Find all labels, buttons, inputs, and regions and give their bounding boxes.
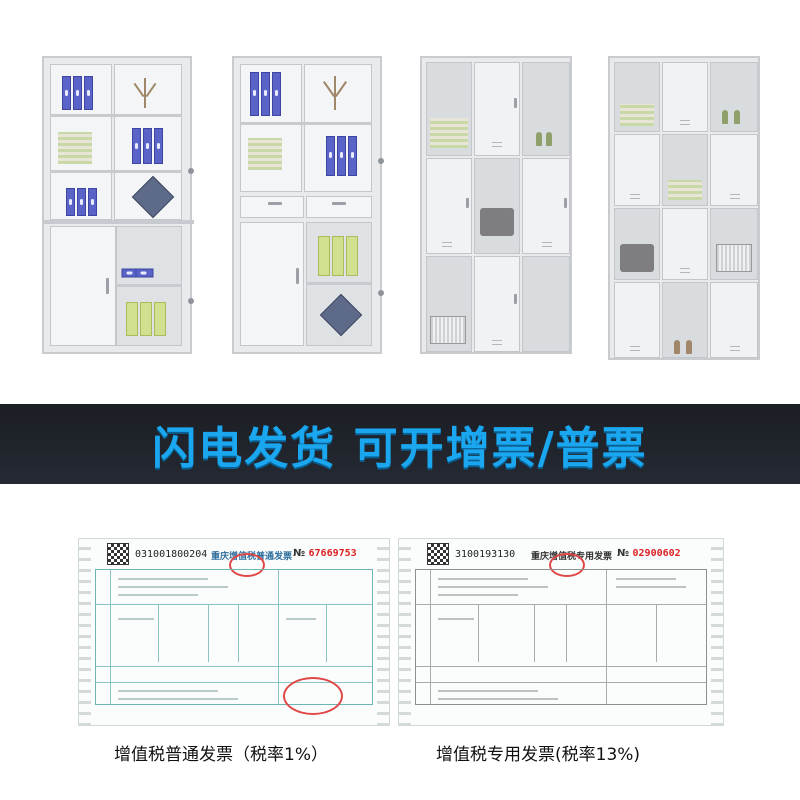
invoice-number: № 67669753 xyxy=(293,548,357,559)
invoice-number: № 02900602 xyxy=(617,548,681,559)
locker-12-door xyxy=(608,56,760,360)
qr-code-icon xyxy=(107,543,129,565)
promo-banner: 闪电发货 可开增票/普票 xyxy=(0,404,800,484)
locker-9-door xyxy=(420,56,572,354)
invoice-code: 3100193130 xyxy=(455,549,516,560)
cabinet-glass-door-open xyxy=(42,56,194,354)
invoice-ordinary: 031001800204 重庆增值税普通发票 № 67669753 xyxy=(78,538,390,726)
qr-code-icon xyxy=(427,543,449,565)
stamp-icon xyxy=(549,553,585,577)
caption-ordinary-invoice: 增值税普通发票（税率1%） xyxy=(114,745,328,765)
company-seal-icon xyxy=(283,677,343,715)
invoice-number-mark: № xyxy=(293,548,306,559)
banner-text: 闪电发货 可开增票/普票 xyxy=(152,423,648,474)
invoice-number-value: 67669753 xyxy=(308,548,357,559)
invoice-number-mark: № xyxy=(617,548,630,559)
caption-special-invoice: 增值税专用发票(税率13%) xyxy=(436,745,641,765)
cabinet-showcase xyxy=(0,0,800,400)
cabinet-with-drawers xyxy=(232,56,384,354)
invoice-table xyxy=(415,569,707,705)
invoice-table xyxy=(95,569,373,705)
invoice-number-value: 02900602 xyxy=(632,548,681,559)
invoice-code: 031001800204 xyxy=(135,549,208,560)
invoice-special: 3100193130 重庆增值税专用发票 № 02900602 xyxy=(398,538,724,726)
stamp-icon xyxy=(229,553,265,577)
